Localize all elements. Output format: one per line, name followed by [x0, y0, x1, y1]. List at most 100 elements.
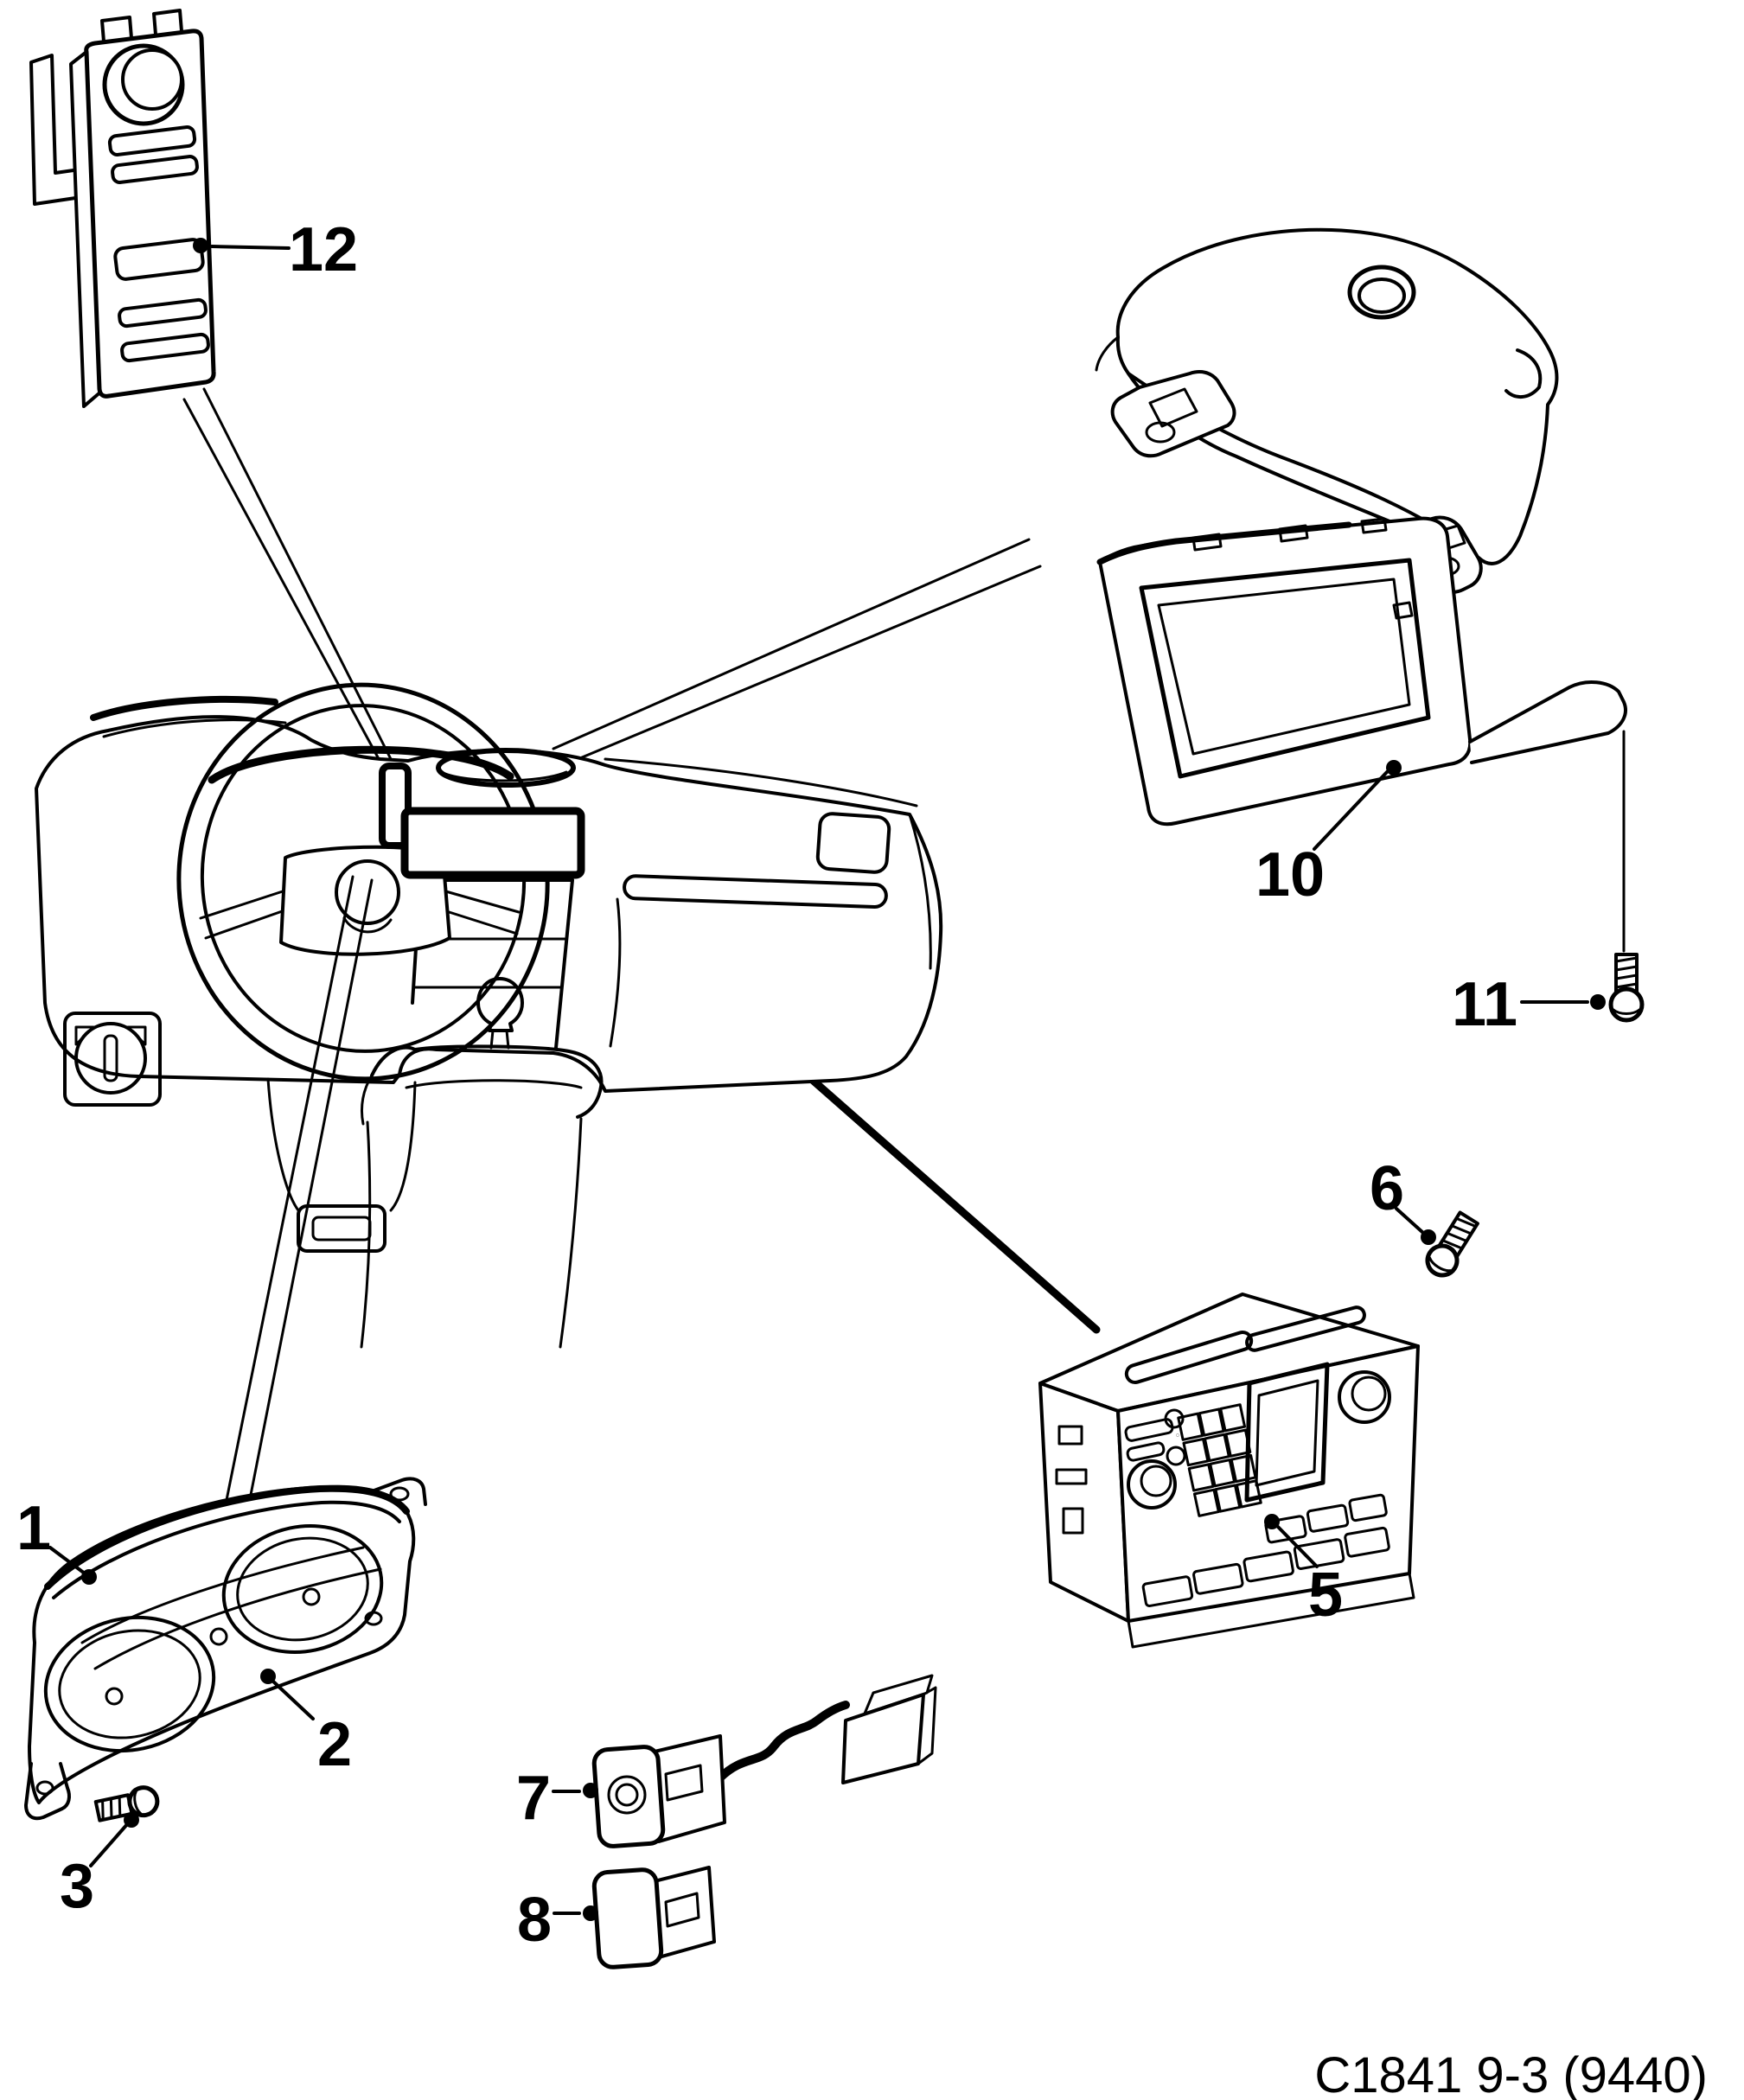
cluster-visor-inner: [52, 1500, 401, 1599]
callout-label-11: 11: [1452, 970, 1517, 1039]
radio-right-knob-cap: [1351, 1376, 1387, 1412]
wheel-top-highlight: [208, 745, 514, 784]
cluster-brow-highlight: [90, 695, 278, 721]
bezel-window-outer: [1139, 558, 1431, 779]
callout-dot-10: [1386, 760, 1402, 776]
wheel-spokes: [199, 889, 521, 940]
panel-top-tabs: [100, 9, 183, 43]
plug8-clip: [664, 1892, 700, 1928]
blanking-plug-part-8: [591, 1866, 716, 1969]
headlight-switch-marks: [74, 1025, 147, 1046]
radio-unit-part-5: [1038, 1293, 1420, 1649]
panel-front-face: [84, 29, 216, 399]
radio-keypad: [1177, 1403, 1262, 1517]
leader-line-1-a: [225, 875, 355, 1502]
switch7-ring-inner: [615, 1783, 639, 1807]
column-lower-slot: [311, 1216, 372, 1241]
screw3-threads: [101, 1795, 122, 1822]
cluster-visor-highlight: [44, 1484, 410, 1590]
callout-dot-6: [1421, 1229, 1436, 1245]
cover-left-fold: [1095, 335, 1120, 372]
callout-label-2: 2: [317, 1710, 352, 1779]
console-inner: [405, 1079, 583, 1089]
callout-label-1: 1: [16, 1494, 51, 1563]
screw-part-11: [1608, 953, 1645, 1023]
bezel-right-tab: [1468, 680, 1627, 764]
cluster-tab-top-hole: [389, 1486, 410, 1502]
steering-column-lines: [266, 1077, 417, 1212]
panel-button-slots: [107, 125, 210, 363]
switch7-connector-top: [863, 1674, 937, 1765]
callout-dot-7: [583, 1783, 598, 1798]
callout-line-10: [1313, 770, 1389, 851]
callout-dot-5: [1264, 1514, 1280, 1529]
cluster-needle-hub-right: [302, 1587, 321, 1606]
callout-dot-11: [1590, 994, 1606, 1010]
radio-slot-highlight: [400, 807, 585, 879]
bezel-window-inner: [1157, 578, 1411, 756]
console-top: [370, 1044, 604, 1119]
callout-label-8: 8: [517, 1886, 552, 1955]
cluster-detail-lines: [80, 1546, 382, 1670]
radio-bar-b: [1126, 1441, 1166, 1462]
switch7-cap: [591, 1745, 666, 1848]
callout-line-3: [89, 1822, 130, 1867]
cluster-needle-hub-left: [105, 1687, 124, 1706]
bezel-outline: [1098, 516, 1472, 827]
switch-panel-part-12: [29, 9, 216, 408]
callout-label-7: 7: [516, 1764, 551, 1833]
screw11-head: [1608, 986, 1645, 1023]
leader-line-12-b: [202, 387, 393, 761]
callout-label-12: 12: [289, 215, 358, 284]
headlight-switch-knob: [74, 1022, 147, 1095]
cluster-gauge-left: [43, 1615, 216, 1753]
bezel-top-highlight: [1096, 521, 1352, 565]
diagram-code: C1841 9-3 (9440): [1314, 2047, 1708, 2100]
cover-hole-outer: [1347, 265, 1416, 320]
radio-side-connectors: [1055, 1425, 1088, 1535]
console-sides: [360, 1074, 583, 1349]
callout-label-3: 3: [60, 1852, 94, 1921]
callout-dot-1: [81, 1569, 97, 1585]
socket-switch-part-7: [591, 1674, 937, 1848]
radio-left-knob: [1127, 1459, 1177, 1510]
cover-left-bracket: [1110, 370, 1236, 458]
cluster-gauge-right: [221, 1524, 384, 1654]
radio-right-knob: [1338, 1370, 1391, 1424]
instrument-cluster-part: [24, 1477, 427, 1821]
screw-part-6: [1425, 1210, 1479, 1278]
screw6-head-detail: [1428, 1256, 1452, 1273]
callout-dot-2: [260, 1669, 276, 1684]
wheel-center-arc: [342, 916, 393, 934]
cover-left-bracket-slot: [1148, 387, 1198, 428]
screw6-head: [1425, 1243, 1460, 1278]
radio-display-inner: [1255, 1379, 1319, 1487]
screw6-threads: [1441, 1216, 1478, 1250]
cover-right-fold: [1504, 348, 1543, 399]
callout-dot-3: [124, 1812, 139, 1828]
callout-line-6: [1395, 1207, 1425, 1235]
plug8-body: [653, 1866, 716, 1959]
cover-outline: [1115, 227, 1559, 565]
callout-dot-8: [583, 1905, 598, 1921]
cluster-foot: [24, 1762, 71, 1821]
cluster-gauge-right-inner: [236, 1536, 369, 1642]
cluster-bezel-part-10: [1096, 516, 1627, 827]
leader-line-10-b: [564, 565, 1042, 766]
defroster-vent-inner: [444, 770, 568, 782]
column-lower-cover: [297, 1204, 386, 1253]
leader-line-1-b: [249, 878, 374, 1497]
leader-line-12-a: [182, 398, 380, 759]
leader-line-10-a: [552, 538, 1031, 750]
passenger-lower-line: [609, 897, 622, 1048]
callout-line-2: [270, 1678, 315, 1720]
radio-display: [1244, 1362, 1330, 1503]
cluster-brow-inner: [102, 718, 287, 738]
headlight-switch-bezel: [63, 1012, 162, 1107]
radio-side-face: [1038, 1382, 1130, 1623]
switch7-cable: [716, 1701, 850, 1782]
plug8-cap: [591, 1867, 664, 1969]
screw3-head-detail: [133, 1790, 143, 1816]
cover-hole-inner: [1358, 278, 1406, 314]
